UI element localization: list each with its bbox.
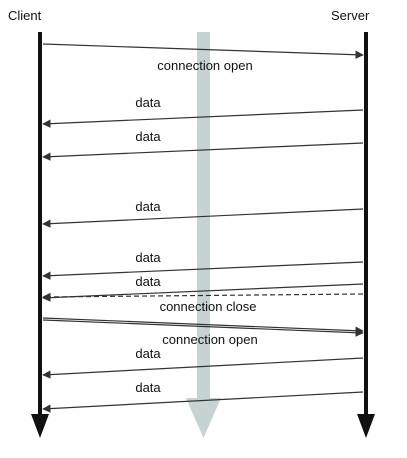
message-label: data bbox=[135, 199, 161, 214]
server-lifeline bbox=[357, 32, 375, 438]
message-9: connection open bbox=[42, 319, 364, 347]
message-label: data bbox=[135, 346, 161, 361]
time-arrow: Time bbox=[158, 32, 221, 438]
message-arrow bbox=[42, 357, 364, 379]
message-arrow bbox=[42, 261, 364, 280]
time-arrow-head bbox=[186, 398, 221, 438]
messages: connection opendatadatadatadatadataconne… bbox=[42, 43, 364, 413]
client-label: Client bbox=[8, 8, 42, 23]
message-arrow bbox=[42, 283, 364, 302]
message-2: data bbox=[42, 95, 364, 128]
message-10: data bbox=[42, 346, 364, 379]
message-1: connection open bbox=[42, 43, 364, 73]
message-arrow bbox=[42, 142, 364, 161]
message-11: data bbox=[42, 380, 364, 413]
message-8: connection close bbox=[42, 299, 364, 335]
client-lifeline bbox=[31, 32, 49, 438]
message-6: data bbox=[42, 274, 364, 302]
message-arrow bbox=[42, 317, 364, 335]
message-arrow bbox=[42, 43, 364, 59]
message-5: data bbox=[42, 250, 364, 280]
server-label: Server bbox=[331, 8, 370, 23]
time-label: Time bbox=[158, 216, 183, 264]
client-lifeline-arrowhead bbox=[31, 414, 49, 438]
message-label: connection close bbox=[160, 299, 257, 314]
message-arrow bbox=[42, 109, 364, 128]
message-label: data bbox=[135, 95, 161, 110]
message-label: connection open bbox=[162, 332, 257, 347]
message-arrow bbox=[42, 391, 364, 413]
server-lifeline-arrowhead bbox=[357, 414, 375, 438]
message-arrow bbox=[42, 208, 364, 228]
message-label: data bbox=[135, 380, 161, 395]
message-3: data bbox=[42, 129, 364, 161]
message-arrow bbox=[42, 292, 364, 302]
message-arrow bbox=[42, 319, 364, 337]
message-label: data bbox=[135, 129, 161, 144]
message-label: connection open bbox=[157, 58, 252, 73]
message-label: data bbox=[135, 250, 161, 265]
message-label: data bbox=[135, 274, 161, 289]
message-4: data bbox=[42, 199, 364, 228]
message-7 bbox=[42, 292, 364, 302]
